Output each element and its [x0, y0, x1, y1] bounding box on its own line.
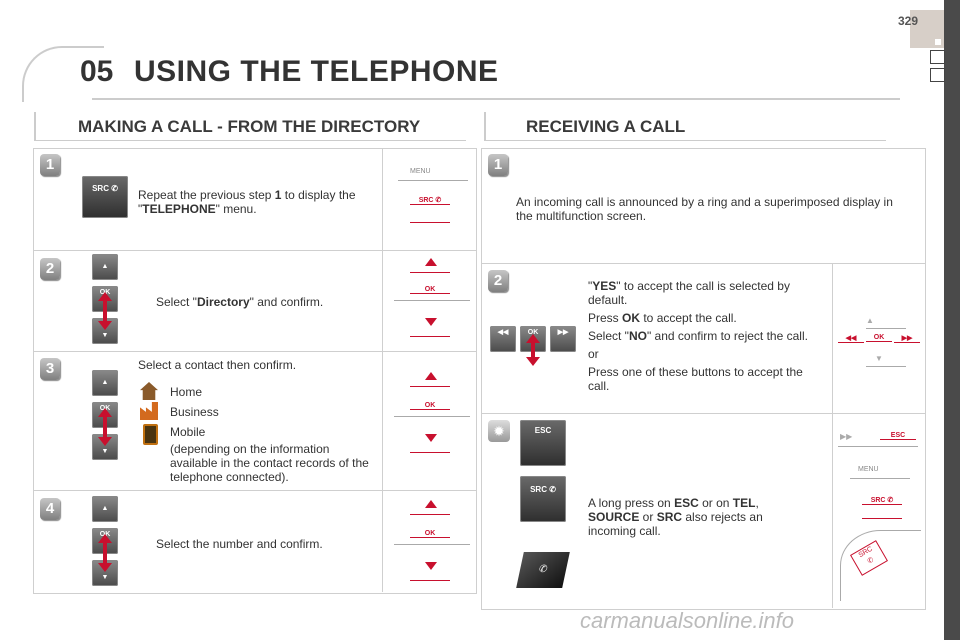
- title-underline: [92, 98, 900, 100]
- step-badge-3: 3: [40, 358, 60, 380]
- down-arrow-icon: [425, 434, 437, 442]
- step-badge-4: 4: [40, 498, 60, 520]
- ok-key-illustration: OK: [410, 286, 450, 294]
- step-badge-1: 1: [40, 154, 60, 176]
- illustration-line: [394, 544, 470, 545]
- esc-button: ESC: [520, 420, 566, 466]
- press-arrow-icon: [98, 534, 112, 572]
- section-frame: [484, 112, 486, 140]
- mobile-icon: [143, 424, 158, 445]
- press-arrow-icon: [98, 408, 112, 446]
- section-heading-left: MAKING A CALL - FROM THE DIRECTORY: [78, 117, 421, 136]
- step-badge-2: 2: [488, 270, 508, 292]
- row-divider: [33, 490, 476, 491]
- contact-type-home: Home: [170, 385, 203, 399]
- page-title: USING THE TELEPHONE: [134, 55, 499, 88]
- illustration-line: [410, 272, 450, 273]
- side-tab: [930, 68, 945, 82]
- next-key-illustration: ▶▶: [840, 432, 853, 441]
- src-key-illustration: SRC ✆: [410, 196, 450, 205]
- step-badge-2: 2: [40, 258, 60, 280]
- ok-key-illustration: OK: [866, 334, 892, 342]
- step-1-text: Repeat the previous step 1 to display th…: [138, 188, 356, 216]
- up-button: ▲: [92, 496, 118, 522]
- row-divider: [33, 250, 476, 251]
- side-bar: [944, 0, 960, 640]
- illustration-line: [398, 180, 468, 181]
- press-arrow-icon: [98, 292, 112, 330]
- down-arrow-icon: ▼: [875, 354, 883, 363]
- receive-step-1-text: An incoming call is announced by a ring …: [516, 195, 893, 223]
- illustration-line: [410, 514, 450, 515]
- illustration-line: [394, 300, 470, 301]
- step-4-text: Select the number and confirm.: [156, 537, 323, 551]
- menu-label: MENU: [858, 466, 879, 473]
- src-button: SRC ✆: [82, 176, 128, 218]
- home-icon: [140, 382, 158, 400]
- side-tab: [930, 50, 945, 64]
- up-arrow-icon: [425, 258, 437, 266]
- receive-step-3-text: A long press on ESC or on TEL, SOURCE or…: [588, 496, 763, 538]
- section-rule: [34, 140, 466, 141]
- press-arrow-icon: [526, 334, 540, 366]
- illustration-line: [866, 366, 906, 367]
- previous-button: ◀◀: [490, 326, 516, 352]
- esc-key-illustration: ESC: [880, 432, 916, 440]
- up-arrow-icon: [425, 500, 437, 508]
- ok-key-illustration: OK: [410, 530, 450, 538]
- row-divider: [33, 351, 476, 352]
- illustration-line: [410, 386, 450, 387]
- up-arrow-icon: ▲: [866, 316, 874, 325]
- menu-label: MENU: [410, 168, 431, 175]
- section-frame: [34, 112, 36, 140]
- down-arrow-icon: [425, 562, 437, 570]
- illustration-line: [838, 446, 918, 447]
- row-divider: [481, 263, 925, 264]
- illustration-column-divider: [382, 148, 383, 592]
- illustration-line: [410, 580, 450, 581]
- next-button: ▶▶: [550, 326, 576, 352]
- section-heading-right: RECEIVING A CALL: [526, 117, 686, 136]
- next-key-illustration: ▶▶: [894, 334, 920, 343]
- illustration-line: [850, 478, 910, 479]
- up-button: ▲: [92, 254, 118, 280]
- illustration-line: [394, 416, 470, 417]
- right-panel: [481, 148, 926, 610]
- watermark: carmanualsonline.info: [580, 608, 795, 633]
- step-3-text: Select a contact then confirm.: [138, 358, 297, 372]
- illustration-line: [866, 328, 906, 329]
- row-divider: [481, 413, 925, 414]
- illustration-line: [410, 222, 450, 223]
- previous-key-illustration: ◀◀: [838, 334, 864, 343]
- ok-key-illustration: OK: [410, 402, 450, 410]
- src-key-illustration: SRC ✆: [862, 496, 902, 505]
- chapter-number: 05: [80, 55, 114, 88]
- tel-button: ✆: [516, 552, 570, 588]
- illustration-line: [862, 518, 902, 519]
- receive-step-2-text: "YES" to accept the call is selected by …: [588, 279, 808, 393]
- gear-icon: ✹: [488, 420, 510, 442]
- title-frame: [22, 46, 104, 102]
- page-number: 329: [898, 14, 919, 28]
- src-button: SRC ✆: [520, 476, 566, 522]
- steering-wheel-illustration: [840, 530, 921, 601]
- illustration-line: [410, 336, 450, 337]
- up-arrow-icon: [425, 372, 437, 380]
- step-badge-1: 1: [488, 154, 508, 176]
- step-3-note: (depending on the information available …: [170, 442, 369, 484]
- up-button: ▲: [92, 370, 118, 396]
- illustration-column-divider: [832, 263, 833, 608]
- step-2-text: Select "Directory" and confirm.: [156, 295, 324, 309]
- section-rule: [484, 140, 886, 141]
- corner-decoration: [910, 10, 944, 48]
- contact-type-business: Business: [170, 405, 219, 419]
- contact-type-mobile: Mobile: [170, 425, 206, 439]
- illustration-line: [410, 452, 450, 453]
- down-arrow-icon: [425, 318, 437, 326]
